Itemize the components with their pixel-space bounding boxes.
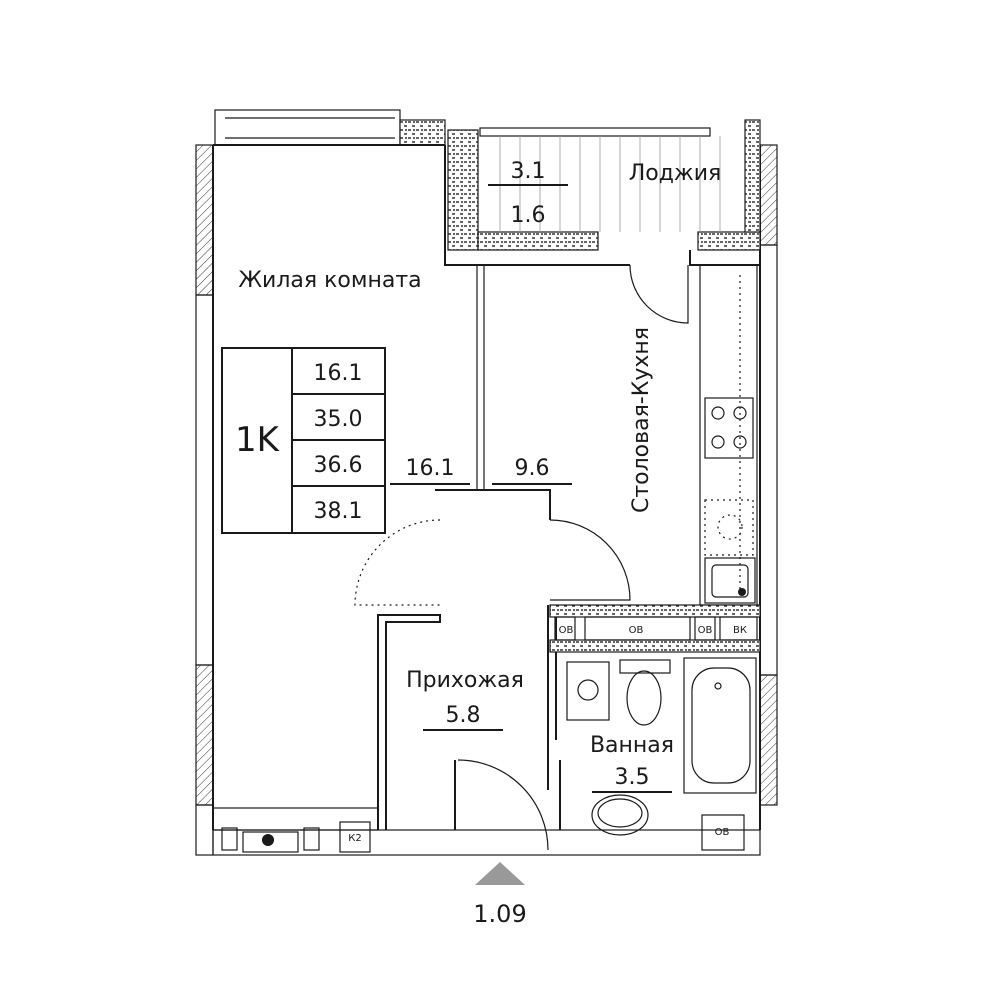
shaft-k2: К2 bbox=[348, 833, 361, 844]
outer-walls bbox=[195, 144, 778, 856]
interior-walls bbox=[354, 145, 760, 851]
window-living bbox=[213, 109, 446, 146]
bathroom-label: Ванная bbox=[590, 733, 674, 758]
hallway-label: Прихожая bbox=[406, 668, 524, 693]
bathtub-icon bbox=[683, 657, 757, 794]
entrance-marker-icon bbox=[475, 862, 525, 885]
entrance-level: 1.09 bbox=[473, 900, 526, 928]
apartment-type: 1K bbox=[235, 420, 281, 460]
radiator bbox=[221, 827, 320, 853]
shaft-ov-3: ОВ bbox=[698, 625, 713, 636]
living-room-label: Жилая комната bbox=[238, 268, 421, 293]
shaft-ov-4: ОВ bbox=[715, 827, 730, 838]
bathroom-fixtures bbox=[566, 657, 757, 836]
loggia-area-reduced: 1.6 bbox=[511, 203, 546, 228]
summary-value-2: 35.0 bbox=[314, 407, 363, 432]
toilet-icon bbox=[619, 659, 671, 674]
area-summary-table: 1K 16.1 35.0 36.6 38.1 bbox=[221, 347, 386, 534]
washbasin-icon bbox=[591, 794, 649, 836]
shaft-ov-2: ОВ bbox=[629, 625, 644, 636]
shaft-ov-1: ОВ bbox=[559, 625, 574, 636]
washing-machine-icon bbox=[566, 661, 610, 721]
kitchen-label: Столовая-Кухня bbox=[629, 327, 654, 513]
kitchen-counter bbox=[699, 264, 758, 606]
loggia-area-full: 3.1 bbox=[511, 159, 546, 184]
kitchen-area: 9.6 bbox=[515, 456, 550, 481]
loggia-label: Лоджия bbox=[629, 161, 722, 186]
sink-icon bbox=[704, 499, 756, 604]
summary-value-4: 38.1 bbox=[314, 499, 363, 524]
stove-icon bbox=[704, 397, 754, 459]
bathroom-area: 3.5 bbox=[615, 765, 650, 790]
shaft-vk: ВК bbox=[733, 625, 747, 636]
living-room-area: 16.1 bbox=[406, 456, 455, 481]
summary-value-1: 16.1 bbox=[314, 361, 363, 386]
loggia: 3.1 1.6 Лоджия bbox=[447, 119, 761, 251]
shafts: ОВ ОВ ОВ ВК ОВ К2 bbox=[339, 604, 761, 853]
radiator-valve-icon bbox=[262, 834, 274, 846]
summary-value-3: 36.6 bbox=[314, 453, 363, 478]
hallway-area: 5.8 bbox=[446, 703, 481, 728]
